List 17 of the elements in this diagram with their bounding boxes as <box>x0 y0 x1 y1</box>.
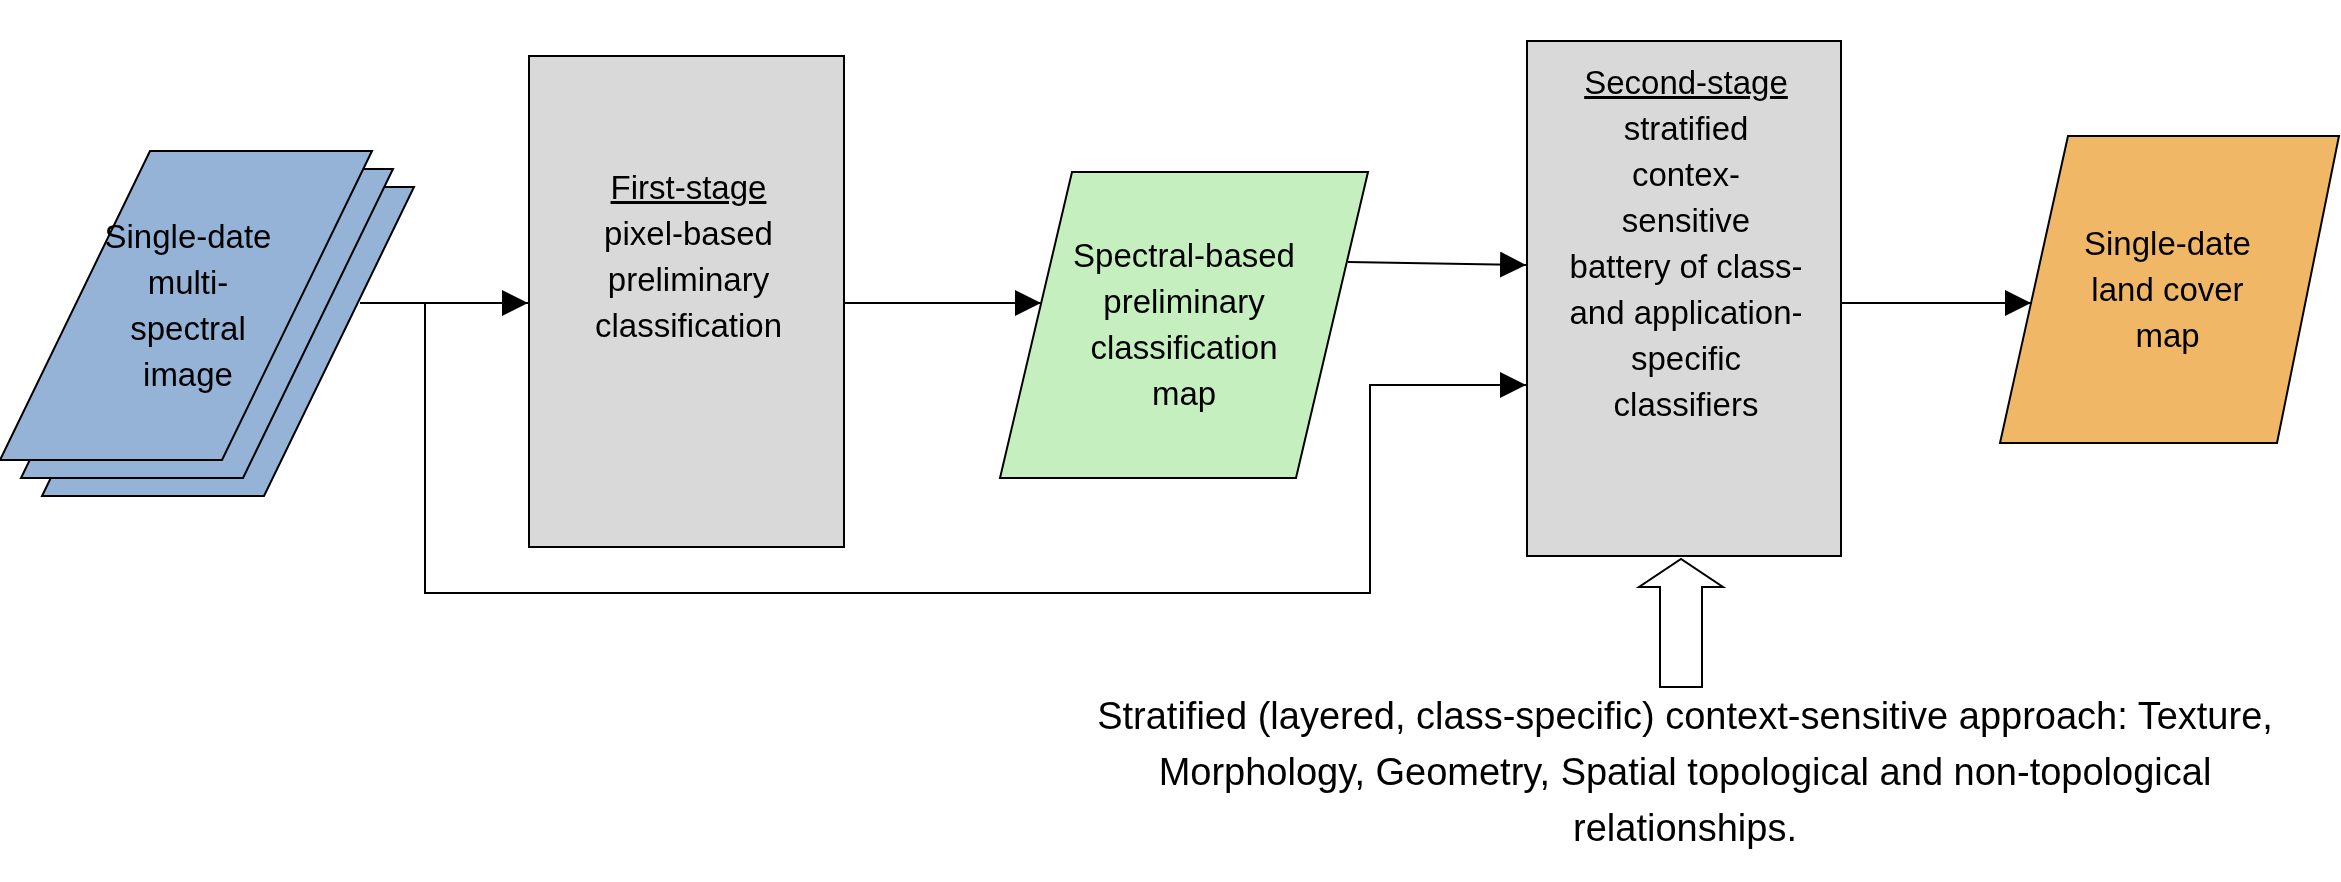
note-text: Stratified (layered, class-specific) context-sensitive approach: Texture, Morphology, Geometry, Spatial topological and non-topological relationships. <box>1096 694 2274 851</box>
block-arrow <box>1635 557 1727 688</box>
node-label: Single-date multi-spectral image <box>103 217 273 395</box>
document-stack <box>0 151 415 497</box>
arrow <box>844 290 1042 316</box>
stage-heading: Second-stage <box>1584 63 1788 103</box>
data-parallelogram <box>1000 172 1368 478</box>
node-label: Spectral-based preliminary classification map <box>1072 236 1296 414</box>
arrow <box>1347 251 1527 278</box>
node-label: Single-date land cover map <box>2083 223 2252 356</box>
node-label: pixel-based preliminary classification <box>593 214 784 346</box>
stage-heading: First-stage <box>610 168 767 208</box>
process-box <box>528 55 845 548</box>
arrow <box>1841 290 2032 316</box>
process-box <box>1526 40 1842 557</box>
node-label: stratified contex-sensitive battery of class- and application-specific classifiers <box>1568 109 1804 425</box>
data-parallelogram <box>2000 136 2339 443</box>
